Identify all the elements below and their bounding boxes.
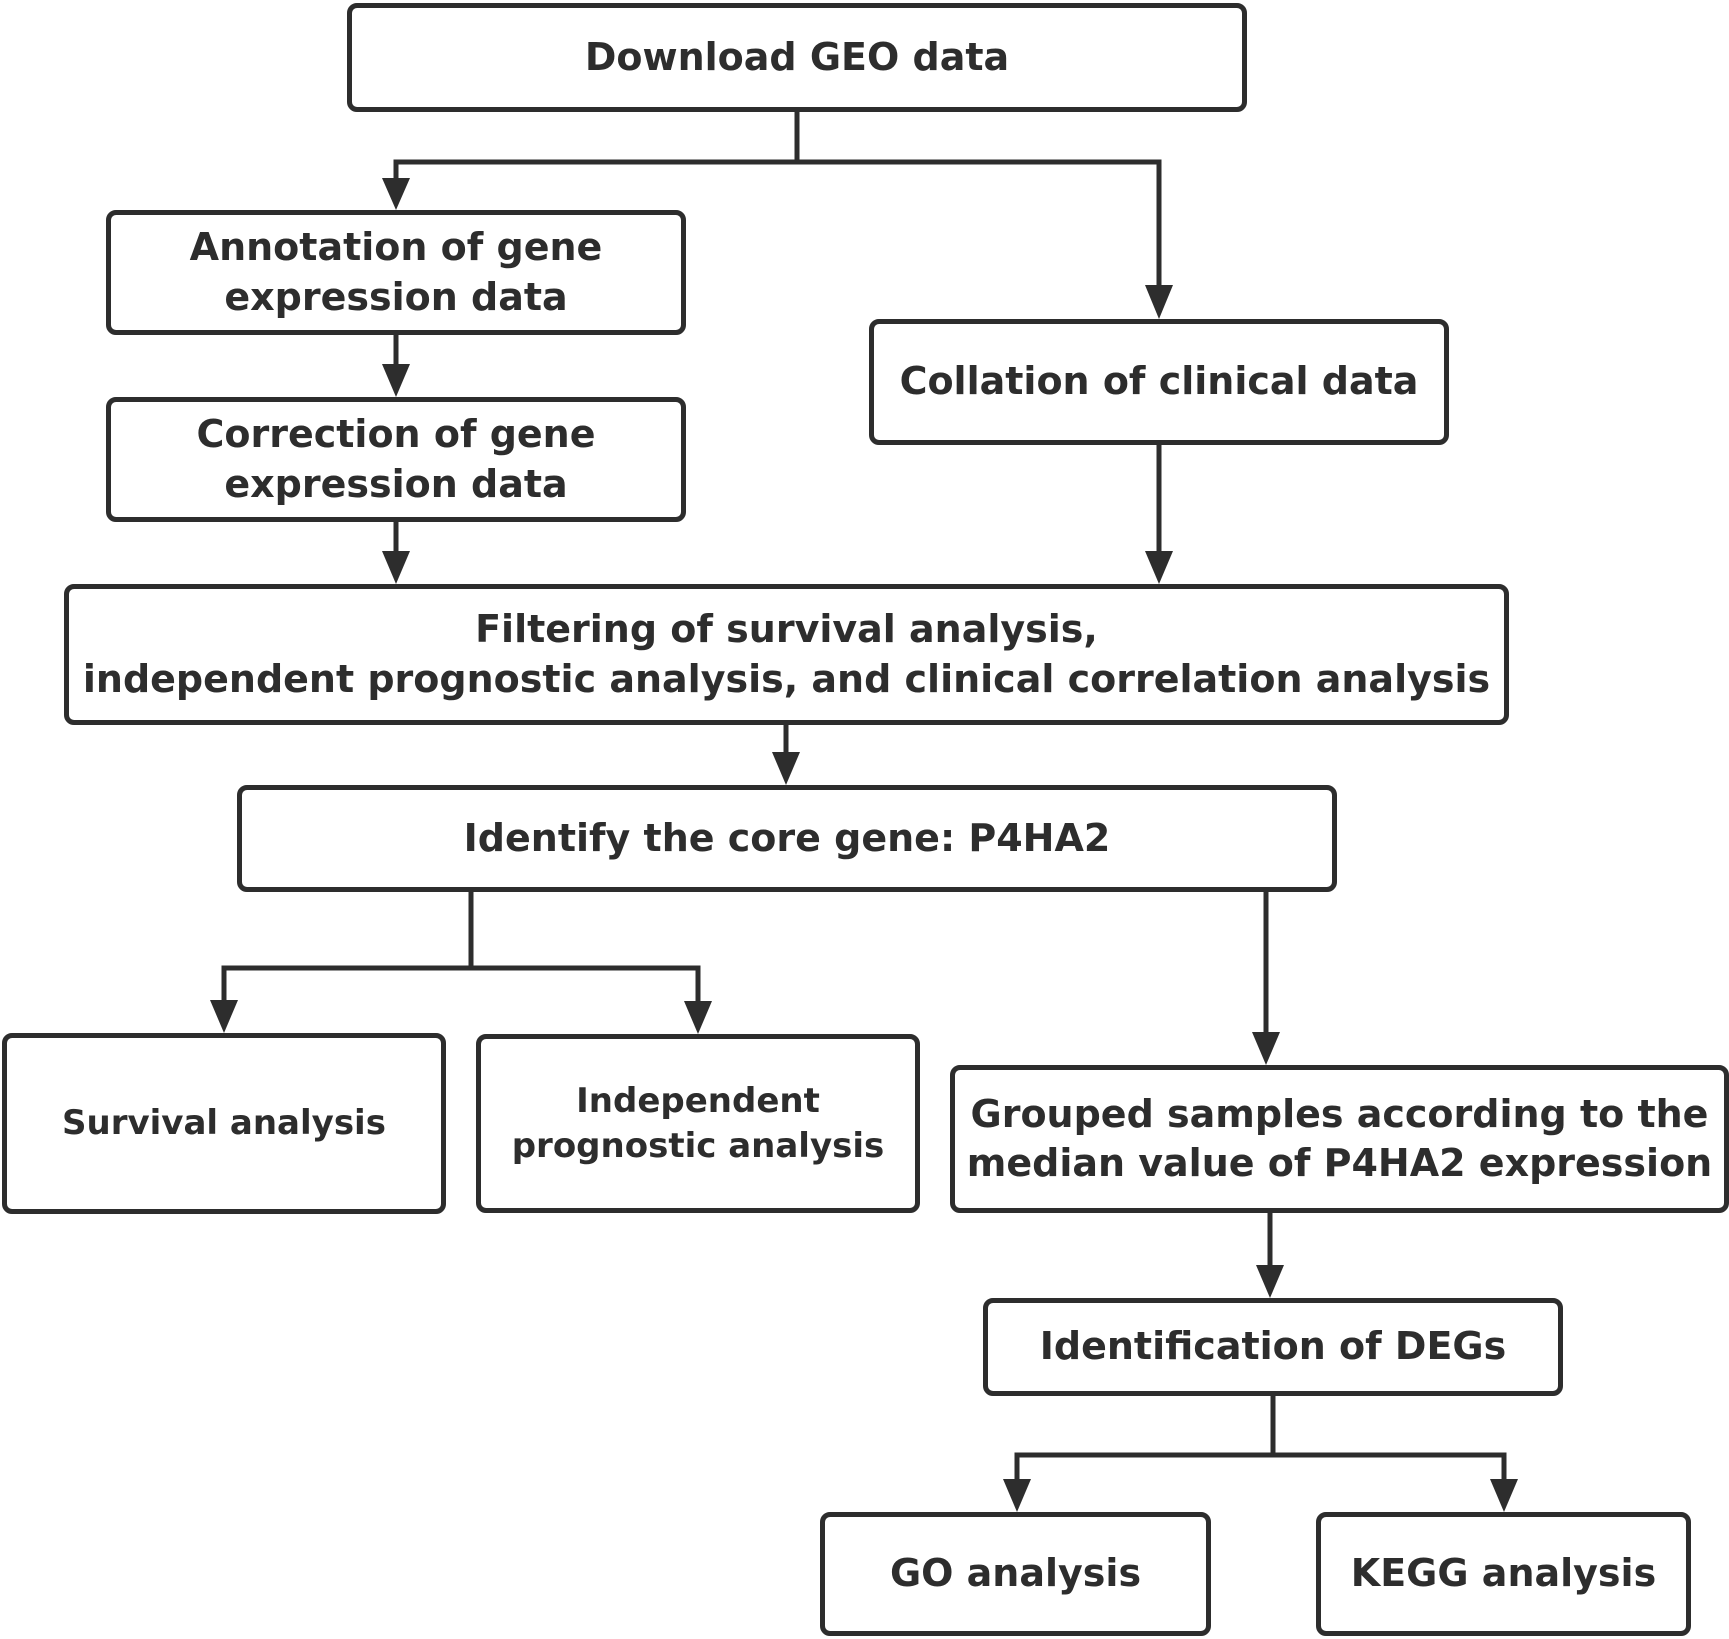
arrowhead-filtering-right [1145, 551, 1173, 584]
node-label: Grouped samples according to the median … [966, 1091, 1713, 1185]
edge-download-annotation [393, 112, 800, 188]
node-label: GO analysis [889, 1551, 1142, 1596]
node-label: Independent prognostic analysis [511, 1080, 885, 1166]
node-independent-prognostic-analysis: Independent prognostic analysis [476, 1034, 920, 1213]
node-download-geo-data: Download GEO data [347, 3, 1247, 112]
arrowhead-annotation [382, 178, 410, 210]
node-kegg-analysis: KEGG analysis [1316, 1512, 1691, 1636]
node-label: Download GEO data [584, 34, 1010, 79]
node-collation-clinical-data: Collation of clinical data [869, 319, 1449, 445]
node-filtering-analyses: Filtering of survival analysis, independ… [64, 584, 1509, 725]
node-survival-analysis: Survival analysis [2, 1033, 446, 1214]
node-label: Filtering of survival analysis, independ… [82, 607, 1491, 701]
node-correction-gene-expression: Correction of gene expression data [106, 397, 686, 522]
node-label: Annotation of gene expression data [189, 225, 603, 319]
node-identify-core-gene: Identify the core gene: P4HA2 [237, 785, 1337, 892]
node-label: Survival analysis [62, 1103, 386, 1144]
arrowhead-grouped [1252, 1032, 1280, 1065]
edge-degs-kegg [1273, 1452, 1507, 1489]
arrowhead-independent [684, 1001, 712, 1034]
node-label: Collation of clinical data [899, 359, 1419, 404]
arrowhead-kegg [1490, 1479, 1518, 1512]
arrowhead-clinical [1145, 285, 1173, 319]
arrowhead-go [1003, 1479, 1031, 1512]
node-label: Identification of DEGs [1039, 1324, 1507, 1369]
edge-download-clinical [797, 159, 1162, 296]
node-annotation-gene-expression: Annotation of gene expression data [106, 210, 686, 335]
arrowhead-identify [772, 752, 800, 785]
arrowhead-filtering-left [382, 551, 410, 584]
arrowhead-correction [382, 364, 410, 397]
node-identification-degs: Identification of DEGs [983, 1298, 1563, 1396]
edge-identify-independent [471, 965, 701, 1011]
edge-degs-go [1014, 1396, 1276, 1489]
node-label: KEGG analysis [1350, 1551, 1657, 1596]
node-label: Identify the core gene: P4HA2 [463, 815, 1111, 860]
node-go-analysis: GO analysis [820, 1512, 1211, 1636]
node-label: Correction of gene expression data [196, 412, 596, 506]
node-grouped-samples: Grouped samples according to the median … [950, 1065, 1729, 1213]
edge-identify-survival [221, 892, 474, 1010]
arrowhead-degs [1256, 1265, 1284, 1298]
arrowhead-survival [210, 1000, 238, 1033]
